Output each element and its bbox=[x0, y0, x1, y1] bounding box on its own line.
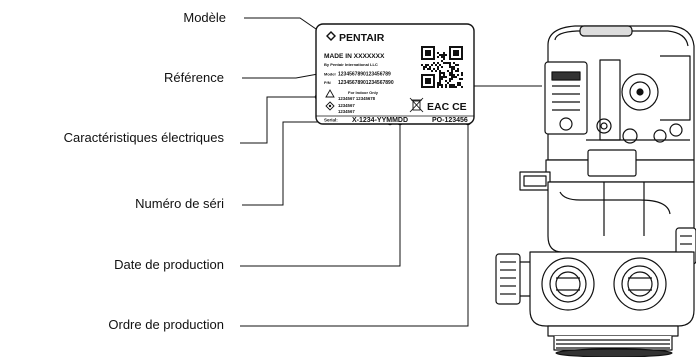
valve-base-ring bbox=[547, 325, 679, 337]
valve-display-icon bbox=[551, 71, 581, 81]
callout-serial: Numéro de séri bbox=[135, 196, 224, 211]
plate-ref-prefix: P/N bbox=[324, 80, 331, 85]
plate-spec-1: 1234567 12345678 bbox=[338, 96, 376, 101]
plate-spec-2: 1234567 bbox=[338, 103, 355, 108]
plate-company: By Pentair International LLC bbox=[324, 62, 378, 67]
product-plate: PENTAIR MADE IN XXXXXXX By Pentair Inter… bbox=[315, 23, 475, 125]
pentair-logo-icon bbox=[326, 31, 336, 41]
diamond-symbol-icon bbox=[325, 101, 335, 111]
callout-reference: Référence bbox=[164, 70, 224, 85]
warning-triangle-icon bbox=[325, 89, 335, 98]
plate-spec-3: 1234567 bbox=[338, 109, 355, 114]
leader-date bbox=[240, 122, 401, 267]
qr-code-icon bbox=[421, 46, 463, 88]
leader-electrical bbox=[240, 96, 318, 144]
plate-indoor: For Indoor Only bbox=[348, 90, 379, 95]
valve-cover-cap bbox=[579, 25, 633, 37]
leader-reference bbox=[242, 73, 319, 79]
plate-brand: PENTAIR bbox=[339, 32, 385, 44]
valve-left-port bbox=[495, 253, 521, 305]
valve-body bbox=[547, 181, 695, 253]
weee-bin-icon bbox=[409, 97, 424, 113]
plate-ref-number: 12345678901234567890 bbox=[338, 80, 394, 86]
leader-ordre bbox=[240, 124, 469, 327]
callout-electrical: Caractéristiques électriques bbox=[64, 130, 225, 145]
callout-ordre: Ordre de production bbox=[108, 317, 224, 332]
callout-labels: Modèle Référence Caractéristiques électr… bbox=[64, 10, 226, 332]
plate-model-prefix: Model bbox=[324, 72, 336, 77]
plate-model-number: 1234567890123456789 bbox=[338, 72, 391, 78]
leader-serial bbox=[242, 121, 390, 206]
valve-drawing bbox=[495, 25, 696, 357]
valve-gear-icon bbox=[621, 73, 659, 111]
callout-modele: Modèle bbox=[183, 10, 226, 25]
plate-serial-prefix: Serial: bbox=[324, 118, 338, 123]
plate-made-in: MADE IN XXXXXXX bbox=[324, 53, 385, 60]
plate-certifications: EAC CE bbox=[427, 101, 467, 113]
callout-date: Date de production bbox=[114, 257, 224, 272]
plate-serial-value: X-1234-YYMMDD bbox=[352, 117, 408, 124]
valve-knob-icon bbox=[596, 118, 612, 134]
plate-order-value: PO-123456 bbox=[432, 117, 468, 124]
valve-bottom-shadow bbox=[555, 348, 673, 357]
